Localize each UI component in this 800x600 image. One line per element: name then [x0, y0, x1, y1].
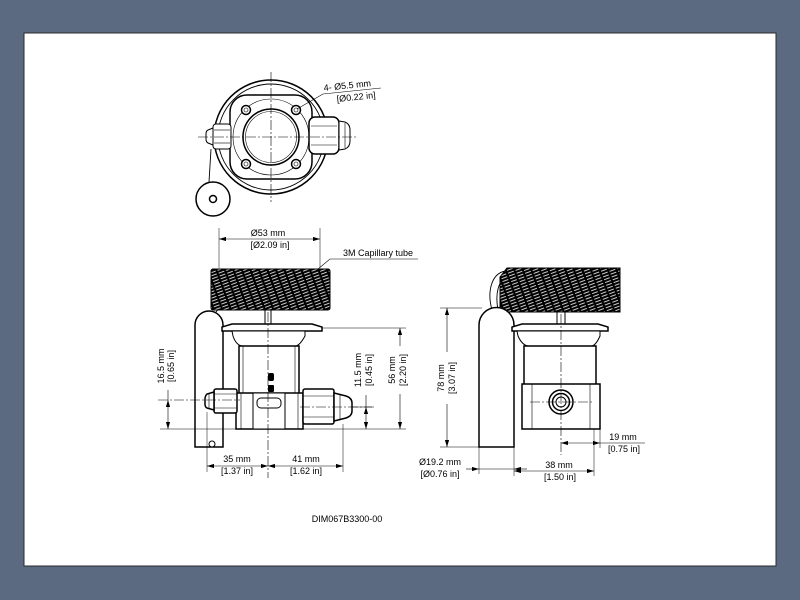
mounting-hole-inner: [243, 161, 249, 167]
front-view-base-port: [256, 397, 282, 409]
hole-callout-leader: [296, 87, 382, 110]
mounting-hole: [290, 104, 302, 116]
side-view: 78 mm [3.07 in] Ø19.2 mm [Ø0.76 in] 38 m…: [419, 267, 645, 482]
front-view-power-head: [210, 268, 331, 311]
dim-text-78-mm: 78 mm: [436, 364, 446, 392]
dim-text-38-mm: 38 mm: [545, 460, 573, 470]
top-view-outlet-flare: [338, 120, 351, 151]
mounting-hole: [240, 158, 252, 170]
front-view-diaphragm-plate: [221, 323, 323, 332]
dim-text-head-diameter-mm: Ø53 mm: [251, 228, 286, 238]
capillary-label: 3M Capillary tube: [343, 248, 413, 258]
dim-text-56-in: [2.20 in]: [398, 354, 408, 386]
top-view-inlet-nut: [212, 123, 232, 150]
side-view-sensing-bulb: [478, 306, 515, 448]
top-view-capillary-tube: [208, 148, 212, 183]
side-view-power-head: [499, 267, 621, 313]
dim-text-41-in: [1.62 in]: [290, 466, 322, 476]
drawing-sheet: [23, 32, 777, 567]
front-view-sensing-bulb: [194, 310, 224, 448]
dim-text-35-mm: 35 mm: [223, 454, 251, 464]
capillary-label-leader: [317, 258, 418, 270]
front-view-bonnet: [231, 330, 306, 347]
hole-callout-in: [Ø0.22 in]: [336, 90, 376, 104]
front-view-embossed-mark: [268, 385, 274, 392]
front-view: Ø53 mm [Ø2.09 in] 3M Capillary tube 16.5…: [156, 228, 418, 478]
mounting-hole: [240, 104, 252, 116]
dim-text-19-in: [0.75 in]: [608, 444, 640, 454]
dim-text-38-in: [1.50 in]: [544, 472, 576, 482]
dim-text-35-in: [1.37 in]: [221, 466, 253, 476]
dim-text-16-5-in: [0.65 in]: [166, 350, 176, 382]
mounting-hole: [290, 158, 302, 170]
hole-callout-mm: 4- Ø5.5 mm: [323, 78, 371, 93]
top-view-inlet-flare: [205, 127, 214, 146]
drawing-number: DIM067B3300-00: [312, 514, 383, 524]
side-view-diaphragm-plate: [511, 323, 609, 332]
side-view-valve-body: [523, 345, 597, 387]
dim-text-56-mm: 56 mm: [387, 356, 397, 384]
top-view-outlet-nut: [308, 116, 340, 155]
dim-text-bulb-diameter-mm: Ø19.2 mm: [419, 457, 461, 467]
dim-text-19-mm: 19 mm: [609, 432, 637, 442]
top-view: 4- Ø5.5 mm [Ø0.22 in]: [195, 72, 382, 217]
front-view-inlet-nut: [213, 388, 238, 414]
side-view-bonnet: [516, 330, 601, 347]
dim-text-11-5-in: [0.45 in]: [364, 354, 374, 386]
front-view-outlet-nut: [302, 388, 335, 425]
dim-text-bulb-diameter-in: [Ø0.76 in]: [420, 469, 459, 479]
mounting-hole-inner: [243, 107, 249, 113]
dim-text-16-5-mm: 16.5 mm: [156, 348, 166, 383]
front-view-bulb-nub: [208, 440, 216, 448]
top-view-sensing-bulb-end: [208, 194, 218, 204]
dim-text-head-diameter-in: [Ø2.09 in]: [250, 240, 289, 250]
front-view-outlet-flare: [333, 392, 353, 422]
mounting-hole-inner: [293, 161, 299, 167]
dim-text-41-mm: 41 mm: [292, 454, 320, 464]
front-view-inlet-flare: [204, 391, 215, 411]
dim-text-11-5-mm: 11.5 mm: [353, 353, 363, 387]
mounting-hole-inner: [293, 107, 299, 113]
side-view-capillary-outer: [489, 270, 506, 311]
dim-text-78-in: [3.07 in]: [447, 362, 457, 394]
front-view-embossed-mark: [268, 373, 274, 381]
